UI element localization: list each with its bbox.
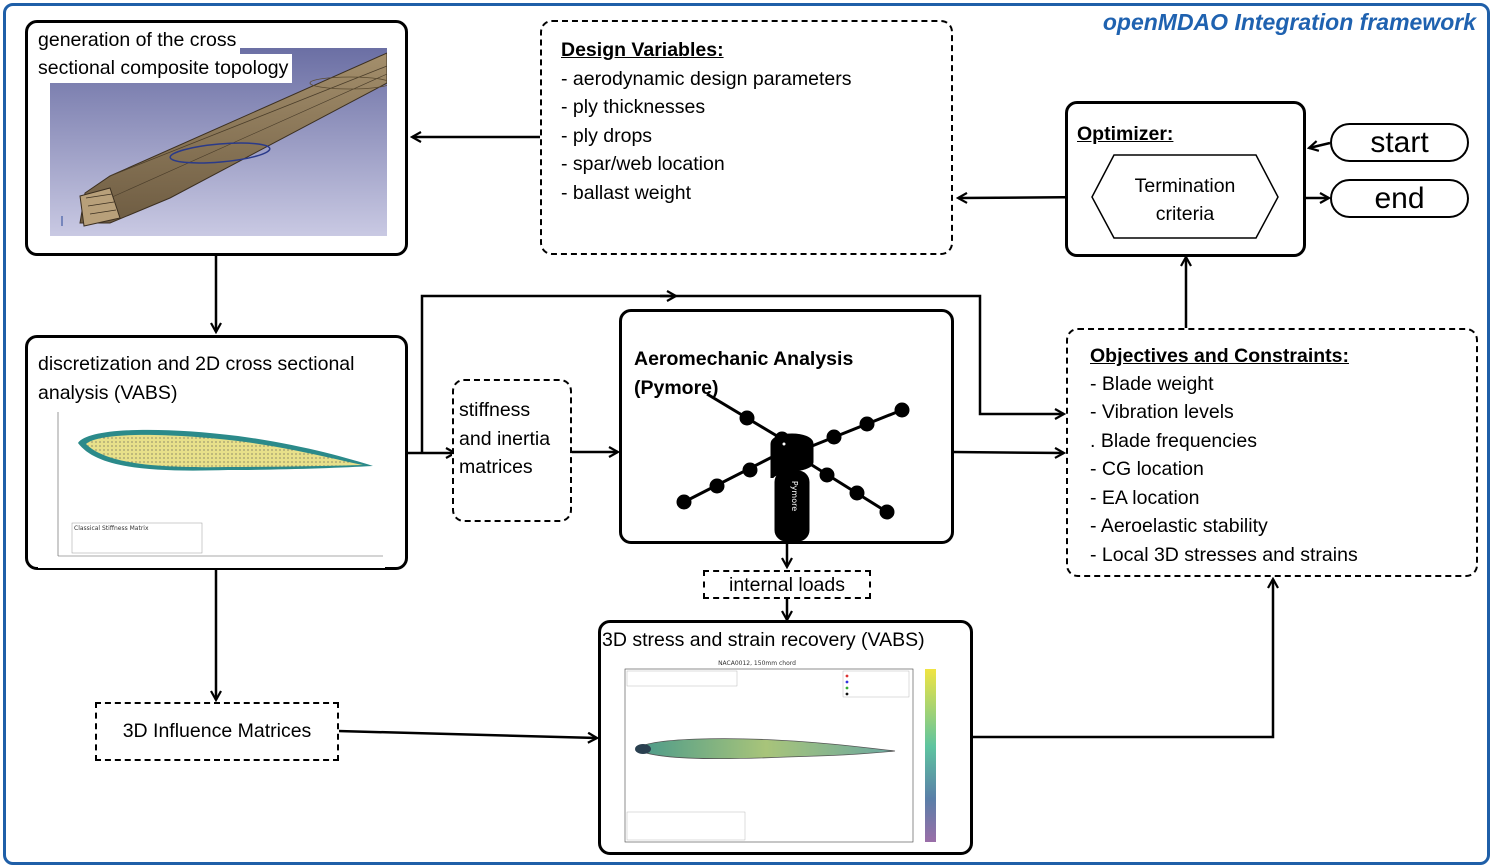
objective-item: - Aeroelastic stability xyxy=(1090,515,1268,537)
stiffness-line2: and inertia xyxy=(459,428,551,450)
design-variable-item: - ballast weight xyxy=(561,182,692,204)
framework-title: openMDAO Integration framework xyxy=(1102,9,1476,35)
start-terminal: start xyxy=(1330,123,1469,162)
objective-item: - Local 3D stresses and strains xyxy=(1090,544,1358,566)
design-variables-box: Design Variables: - aerodynamic design p… xyxy=(540,20,953,255)
objective-item: . Blade frequencies xyxy=(1090,430,1257,452)
arrow-recovery-to-objectives xyxy=(972,579,1273,739)
discretization-box: discretization and 2D cross sectional an… xyxy=(25,335,408,570)
termination-hexagon xyxy=(1091,154,1279,239)
aeromechanic-title-line1: Aeromechanic Analysis xyxy=(634,348,854,370)
recovery-title: 3D stress and strain recovery (VABS) xyxy=(602,629,925,651)
cross-section-mesh-plot: Classical Stiffness Matrix xyxy=(38,408,385,568)
arrow-influence-to-recovery xyxy=(337,729,597,738)
termination-line2: criteria xyxy=(1155,203,1215,225)
framework-frame xyxy=(3,3,1490,865)
objectives-header: Objectives and Constraints: xyxy=(1090,345,1349,367)
end-terminal: end xyxy=(1330,179,1469,218)
objective-item: - Blade weight xyxy=(1090,373,1214,395)
geometry-title-line2: sectional composite topology xyxy=(38,54,293,83)
discretization-title-line2: analysis (VABS) xyxy=(38,382,178,404)
design-variable-item: - ply drops xyxy=(561,125,653,147)
geometry-box: generation of the cross sectional compos… xyxy=(25,20,408,256)
pymore-logo: Pymore xyxy=(676,392,910,542)
aeromechanic-title-line2: (Pymore) xyxy=(634,377,719,399)
arrow-stiffness-to-objectives xyxy=(420,294,1064,453)
discretization-title-line1: discretization and 2D cross sectional xyxy=(38,353,355,375)
aeromechanic-box: Aeromechanic Analysis (Pymore) Pymore xyxy=(619,309,954,544)
objective-item: - Vibration levels xyxy=(1090,401,1234,423)
internal-loads-box: internal loads xyxy=(703,570,871,599)
arrow-aeromechanic-to-objectives xyxy=(952,452,1064,453)
objectives-box: Objectives and Constraints: - Blade weig… xyxy=(1066,328,1478,577)
objective-item: - CG location xyxy=(1090,458,1204,480)
design-variable-item: - ply thicknesses xyxy=(561,96,706,118)
geometry-title-line1: generation of the cross xyxy=(38,26,241,55)
stiffness-matrices-box: stiffness and inertia matrices xyxy=(452,379,572,522)
design-variable-item: - spar/web location xyxy=(561,153,725,175)
influence-matrices-box: 3D Influence Matrices xyxy=(95,702,339,761)
design-variables-header: Design Variables: xyxy=(561,39,724,61)
termination-line1: Termination xyxy=(1134,175,1236,197)
pymore-logo-text: Pymore xyxy=(790,481,799,511)
influence-matrices-label: 3D Influence Matrices xyxy=(122,720,312,742)
stiffness-line1: stiffness xyxy=(459,399,531,421)
plot-title: NACA0012, 150mm chord xyxy=(718,660,796,667)
arrow-start-to-optimizer xyxy=(1309,143,1331,148)
stress-recovery-plot: NACA0012, 150mm chord xyxy=(607,656,945,851)
optimizer-header: Optimizer: xyxy=(1077,123,1174,145)
internal-loads-label: internal loads xyxy=(729,574,845,596)
stiffness-line3: matrices xyxy=(459,456,533,478)
design-variable-item: - aerodynamic design parameters xyxy=(561,68,852,90)
svg-text:Classical Stiffness Matrix: Classical Stiffness Matrix xyxy=(74,525,149,532)
objective-item: - EA location xyxy=(1090,487,1200,509)
recovery-box: 3D stress and strain recovery (VABS) NAC… xyxy=(598,620,973,855)
